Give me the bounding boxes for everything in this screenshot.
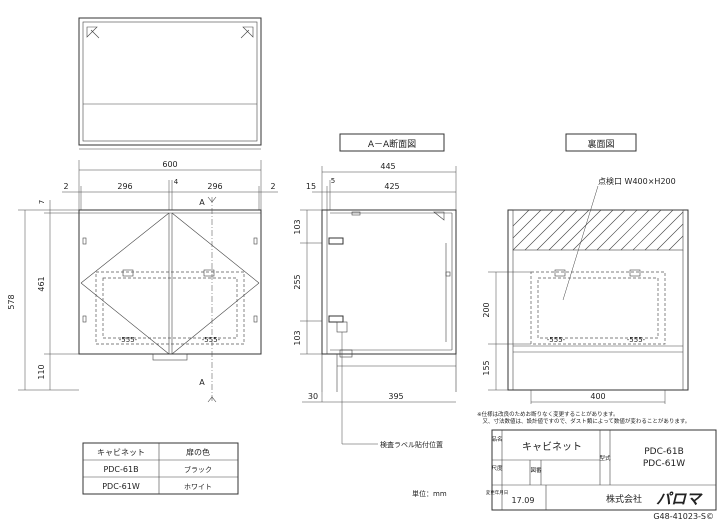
company-name: 株式会社 bbox=[606, 493, 642, 505]
color-table: キャビネット 扉の色 PDC-61B ブラック PDC-61W ホワイト bbox=[82, 442, 239, 495]
dim-bottom-front: 30 bbox=[308, 392, 318, 401]
table-row-model: PDC-61W bbox=[102, 482, 140, 491]
title-block: 品名 キャビネット 尺度 図番 変更年月日 17.09 型式 PDC-61B P… bbox=[486, 429, 717, 511]
label-size: 尺度 bbox=[491, 464, 503, 472]
dim-lower: 103 bbox=[293, 330, 302, 345]
inspection-label: 点検口 W400×H200 bbox=[598, 176, 676, 186]
corner-bracket-icon bbox=[242, 26, 254, 38]
table-row-color: ホワイト bbox=[184, 483, 212, 491]
section-title-box bbox=[339, 133, 445, 152]
brand-logo: パロマ bbox=[656, 490, 703, 508]
model-2: PDC-61W bbox=[643, 459, 685, 469]
dim-total-width: 600 bbox=[162, 160, 177, 169]
notes: ※仕様は改良のためお断りなく変更することがあります。 又、寸法数値は、設計値です… bbox=[477, 410, 690, 425]
top-view bbox=[78, 17, 262, 150]
dim-top: 7 bbox=[38, 200, 46, 204]
dim-center-gap: 4 bbox=[174, 178, 179, 186]
dim-right-door: 296 bbox=[207, 182, 222, 191]
front-view: 600 2 296 4 296 2 -555- -555- bbox=[7, 160, 278, 403]
hinge-icon bbox=[328, 315, 344, 323]
label-plate-icon bbox=[336, 321, 348, 333]
label-model: 型式 bbox=[599, 454, 611, 462]
hinge-code-back-left: -555- bbox=[547, 336, 566, 344]
dim-body: 425 bbox=[384, 182, 399, 191]
corner-bracket-icon bbox=[86, 26, 98, 38]
unit-label: 単位：mm bbox=[412, 489, 447, 498]
dim-opening-width: 400 bbox=[590, 392, 605, 401]
label-figure: 図番 bbox=[530, 467, 542, 474]
hinge-code-back-right: -555- bbox=[627, 336, 646, 344]
note-line-1: ※仕様は改良のためお断りなく変更することがあります。 bbox=[477, 410, 619, 418]
hinge-code-left: -555- bbox=[119, 336, 138, 344]
dim-left-door: 296 bbox=[117, 182, 132, 191]
dim-bottom: 155 bbox=[482, 360, 491, 375]
dim-total-depth: 445 bbox=[380, 162, 395, 171]
corner-bracket-icon bbox=[433, 211, 445, 221]
dim-bottom-body: 395 bbox=[388, 392, 403, 401]
back-title-box bbox=[565, 133, 637, 152]
label-callout: 検査ラベル貼付位置 bbox=[380, 440, 443, 449]
label-date: 変更年月日 bbox=[486, 489, 509, 496]
dim-left-gap: 2 bbox=[63, 182, 68, 191]
dim-door-thick: 5 bbox=[331, 177, 335, 185]
section-title: A－A断面図 bbox=[368, 138, 416, 150]
hinge-icon bbox=[203, 269, 215, 277]
label-name: 品名 bbox=[491, 435, 502, 443]
section-marker-top: A bbox=[199, 198, 205, 207]
dim-height-total: 578 bbox=[7, 294, 16, 309]
dim-base: 110 bbox=[37, 364, 46, 379]
hinge-icon bbox=[122, 269, 134, 277]
inspection-opening bbox=[530, 271, 666, 345]
dim-front: 15 bbox=[306, 182, 316, 191]
dim-middle: 255 bbox=[293, 274, 302, 289]
table-header-color: 扉の色 bbox=[186, 447, 210, 457]
dim-opening-height: 200 bbox=[482, 302, 491, 317]
change-date: 17.09 bbox=[512, 496, 535, 505]
hinge-code-right: -555- bbox=[202, 336, 221, 344]
model-1: PDC-61B bbox=[644, 447, 684, 457]
table-header-product: キャビネット bbox=[97, 448, 145, 457]
document-number: G48-41023-S© bbox=[653, 512, 714, 521]
hinge-icon bbox=[328, 237, 344, 245]
dim-right-gap: 2 bbox=[270, 182, 275, 191]
table-row-color: ブラック bbox=[184, 465, 212, 474]
table-row-model: PDC-61B bbox=[103, 465, 138, 474]
product-name: キャビネット bbox=[522, 441, 582, 453]
section-marker-bottom: A bbox=[199, 378, 205, 387]
hatch-band bbox=[512, 209, 684, 251]
dim-door-height: 461 bbox=[37, 276, 46, 291]
note-line-2: 又、寸法数値は、設計値ですので、ダスト類によって数値が変わることがあります。 bbox=[477, 417, 690, 425]
back-view: 裏面図 点検口 W400×H200 -555- -555- 200 155 40… bbox=[482, 133, 689, 404]
back-title: 裏面図 bbox=[587, 138, 614, 150]
dim-upper: 103 bbox=[293, 219, 302, 234]
section-view: A－A断面図 445 15 5 425 bbox=[293, 133, 457, 449]
